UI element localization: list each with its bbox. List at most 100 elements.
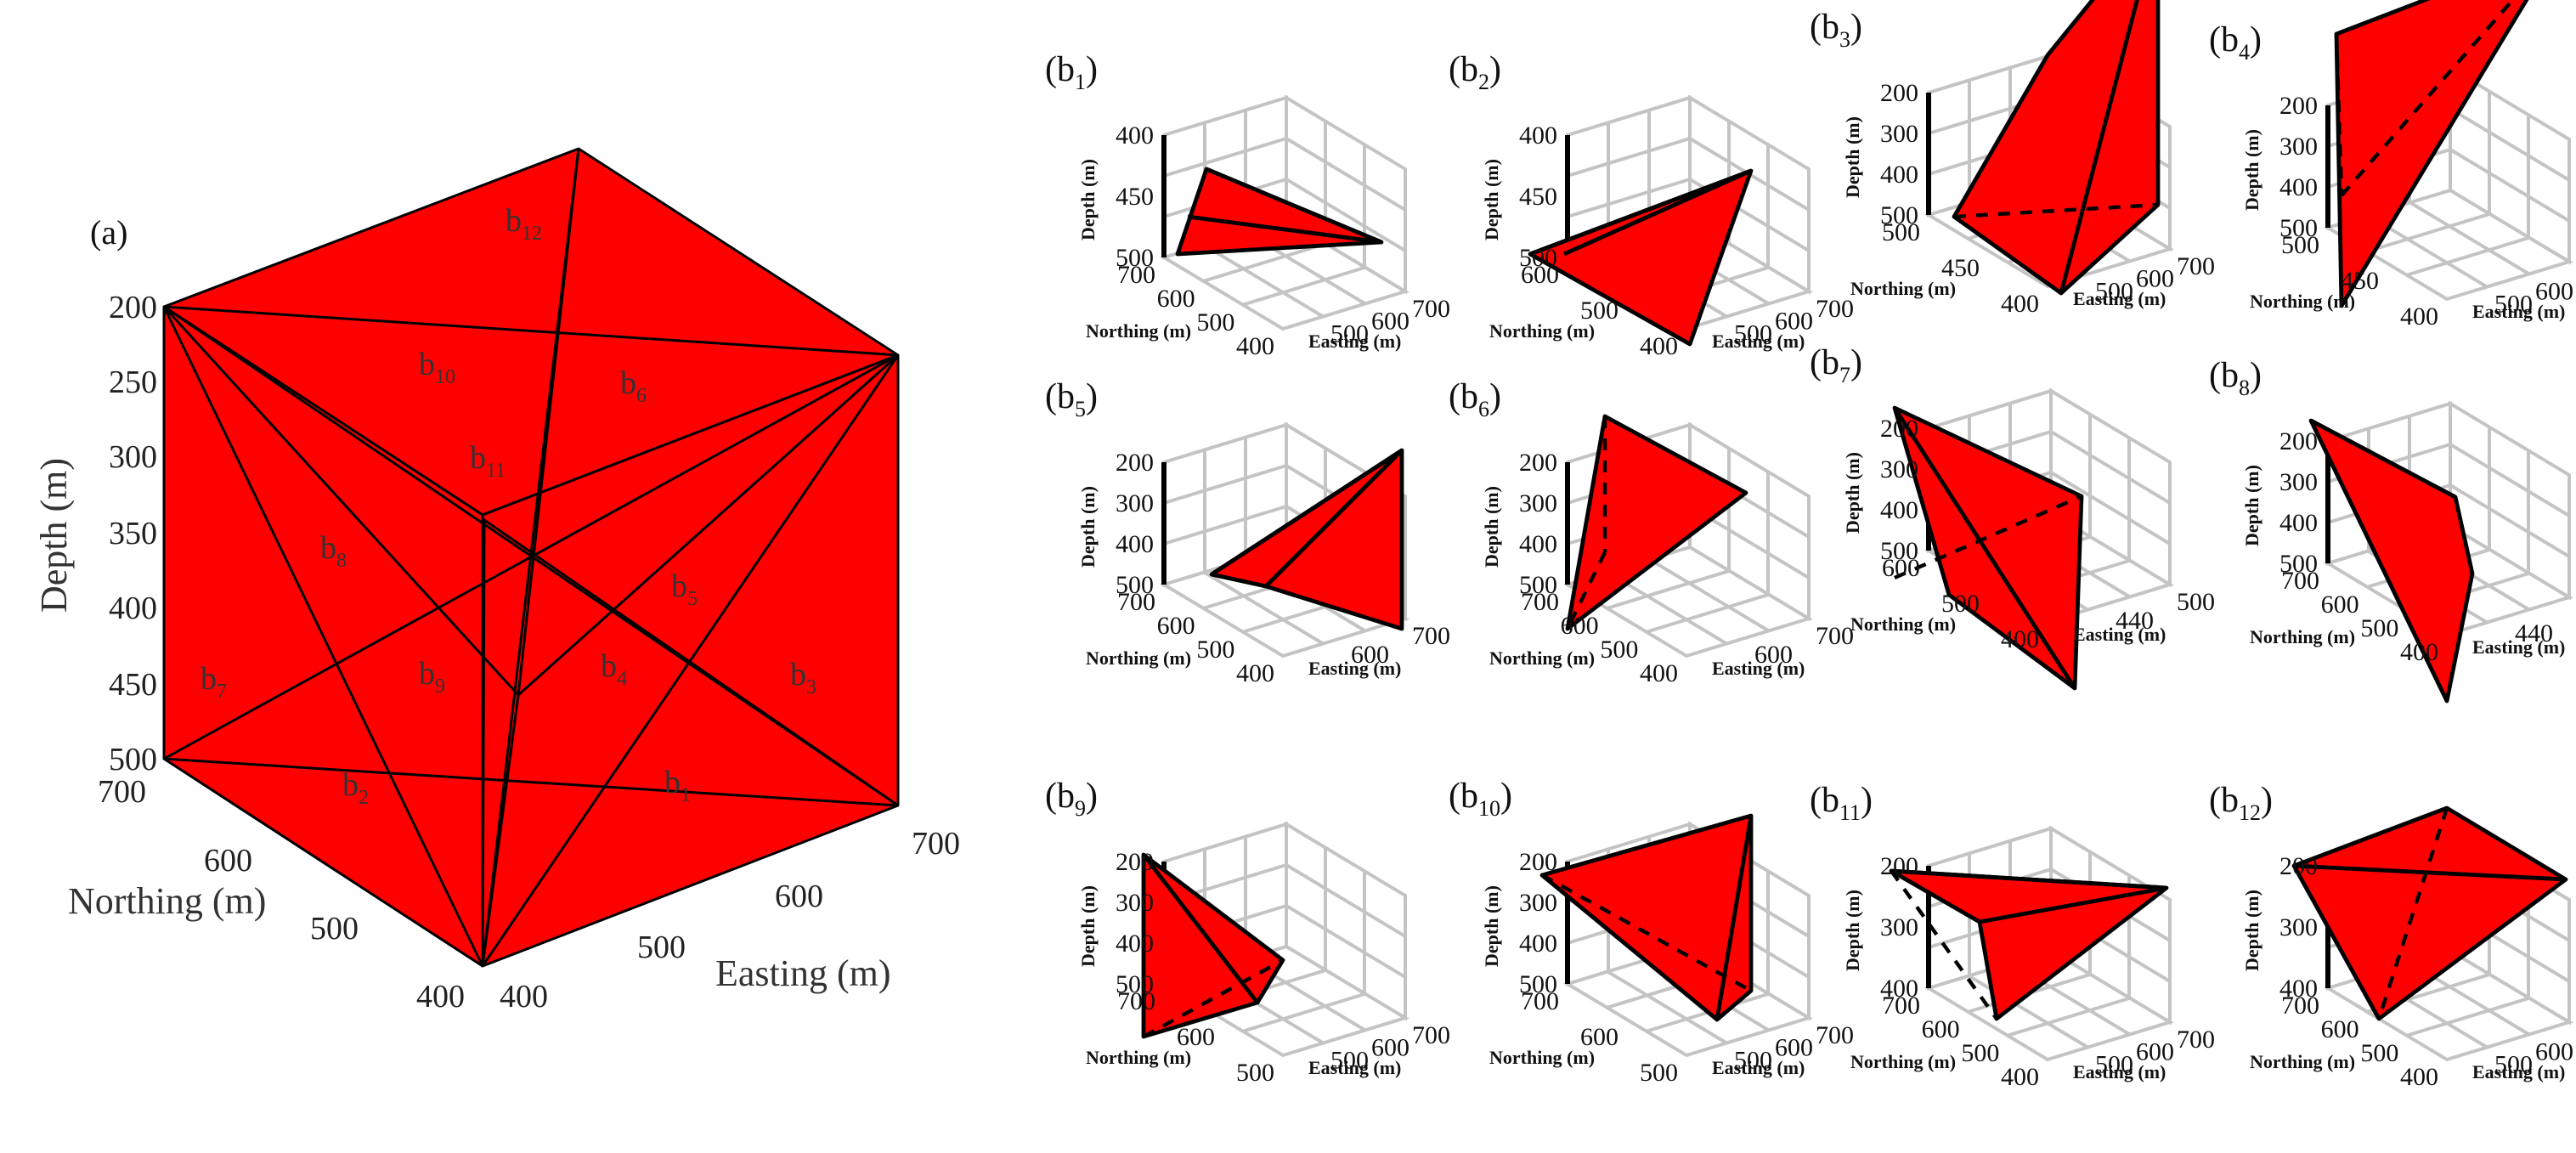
- subplot-axes: [2291, 805, 2569, 1060]
- depth-tick: 200: [1880, 415, 1918, 443]
- northing-tick: 600: [2321, 1015, 2359, 1043]
- division-lines: [162, 148, 900, 967]
- depth-title: Depth (m): [1077, 885, 1099, 967]
- easting-tick: 500: [1330, 319, 1369, 348]
- easting-tick: 600: [2136, 1038, 2174, 1066]
- northing-tick: 600: [1177, 1023, 1215, 1051]
- element-edge: [1979, 885, 2167, 924]
- easting-title: Easting (m): [1308, 331, 1401, 352]
- northing-title: Northing (m): [2250, 291, 2355, 312]
- svg-text:200: 200: [109, 290, 157, 325]
- depth-title: Depth (m): [1842, 890, 1863, 971]
- depth-tick: 500: [1116, 244, 1154, 272]
- element-edge: [2309, 418, 2457, 500]
- svg-text:600: 600: [204, 843, 252, 879]
- depth-tick: 400: [1880, 161, 1918, 189]
- element-hidden-edge: [1890, 869, 1998, 1020]
- svg-text:350: 350: [109, 516, 157, 551]
- easting-tick: 600: [1775, 308, 1813, 336]
- northing-tick: 400: [2400, 1063, 2438, 1091]
- subplot-axes: [1892, 391, 2170, 691]
- northing-title: Northing (m): [1850, 1051, 1956, 1072]
- region-label-b12: b12: [506, 203, 542, 245]
- region-label-b6: b6: [620, 365, 647, 407]
- northing-tick: 600: [1922, 1015, 1960, 1043]
- northing-tick: 500: [1196, 636, 1234, 664]
- northing-title: Northing (m): [2250, 626, 2355, 647]
- northing-tick: 400: [1640, 659, 1678, 687]
- subplot-axes: [1164, 98, 1405, 329]
- northing-tick: 400: [2001, 625, 2039, 653]
- northing-title: Northing (m): [1850, 613, 1956, 635]
- subplot-axes: [1889, 828, 2170, 1060]
- region-label-b10: b10: [419, 347, 455, 388]
- easting-tick: 600: [1754, 641, 1793, 669]
- northing-tick: 500: [2281, 231, 2319, 259]
- easting-tick: 700: [1816, 622, 1854, 650]
- northing-tick: 700: [2281, 567, 2319, 595]
- svg-text:400: 400: [416, 979, 465, 1015]
- depth-tick: 400: [1880, 496, 1918, 524]
- svg-text:600: 600: [775, 879, 823, 914]
- svg-text:500: 500: [310, 911, 359, 947]
- easting-tick: 700: [2177, 252, 2215, 280]
- northing-tick: 700: [1521, 588, 1559, 616]
- easting-tick: 600: [1775, 1034, 1813, 1062]
- northing-tick: 400: [2001, 290, 2039, 318]
- subplot-label: (b2): [1449, 50, 1501, 94]
- northing-tick: 600: [1580, 1023, 1618, 1051]
- depth-tick: 400: [2279, 975, 2318, 1003]
- easting-tick: 500: [2095, 277, 2133, 305]
- subplot-label: (b12): [2209, 781, 2273, 825]
- depth-tick: 200: [1116, 449, 1154, 477]
- easting-tick: 500: [2177, 588, 2215, 616]
- depth-tick: 200: [1519, 848, 1557, 876]
- svg-text:250: 250: [109, 365, 157, 400]
- element-hidden-edge: [2309, 420, 2449, 702]
- northing-title: Northing (m): [1489, 647, 1595, 669]
- northing-title: Northing (m): [1489, 1047, 1595, 1068]
- depth-tick: 500: [1116, 970, 1154, 998]
- easting-tick: 600: [2136, 265, 2174, 293]
- easting-title: Easting (m): [1712, 658, 1805, 679]
- northing-tick: 500: [1640, 1059, 1678, 1087]
- element-edge: [1892, 406, 2077, 690]
- element-hidden-edge: [2376, 807, 2449, 1020]
- easting-tick: 440: [2515, 619, 2553, 647]
- easting-tick: 600: [1351, 641, 1389, 669]
- northing-title: Northing (m): [1489, 320, 1595, 342]
- depth-tick: 300: [1519, 489, 1557, 517]
- depth-title: Depth (m): [2241, 890, 2262, 971]
- northing-tick: 500: [1196, 308, 1234, 336]
- subplot-label: (b7): [1810, 343, 1862, 387]
- depth-tick: 400: [1116, 530, 1154, 558]
- element-edge: [1206, 167, 1382, 245]
- northing-tick: 700: [1521, 987, 1559, 1015]
- northing-tick: 400: [2400, 302, 2438, 331]
- element-face: [1952, 0, 2161, 296]
- easting-title: Easting (m): [2472, 636, 2565, 658]
- northing-tick: 500: [1941, 590, 1980, 618]
- depth-tick: 200: [1116, 848, 1154, 876]
- element-edge: [2059, 0, 2139, 294]
- subplot-axes: [1528, 98, 1809, 347]
- region-label-b5: b5: [671, 568, 698, 610]
- easting-title: Easting (m): [1712, 331, 1805, 352]
- northing-tick: 600: [1157, 285, 1195, 313]
- depth-tick: 300: [2279, 133, 2318, 161]
- northing-tick: 700: [1882, 992, 1920, 1020]
- subplot-label: (b11): [1810, 781, 1873, 825]
- northing-tick: 700: [1117, 987, 1155, 1015]
- easting-title: Easting (m): [2472, 301, 2565, 322]
- depth-title: Depth (m): [1481, 159, 1502, 240]
- northing-title: Northing (m): [1850, 278, 1956, 299]
- subplot-label: (b6): [1449, 377, 1501, 421]
- region-label-b9: b9: [419, 656, 445, 698]
- svg-text:500: 500: [637, 930, 686, 965]
